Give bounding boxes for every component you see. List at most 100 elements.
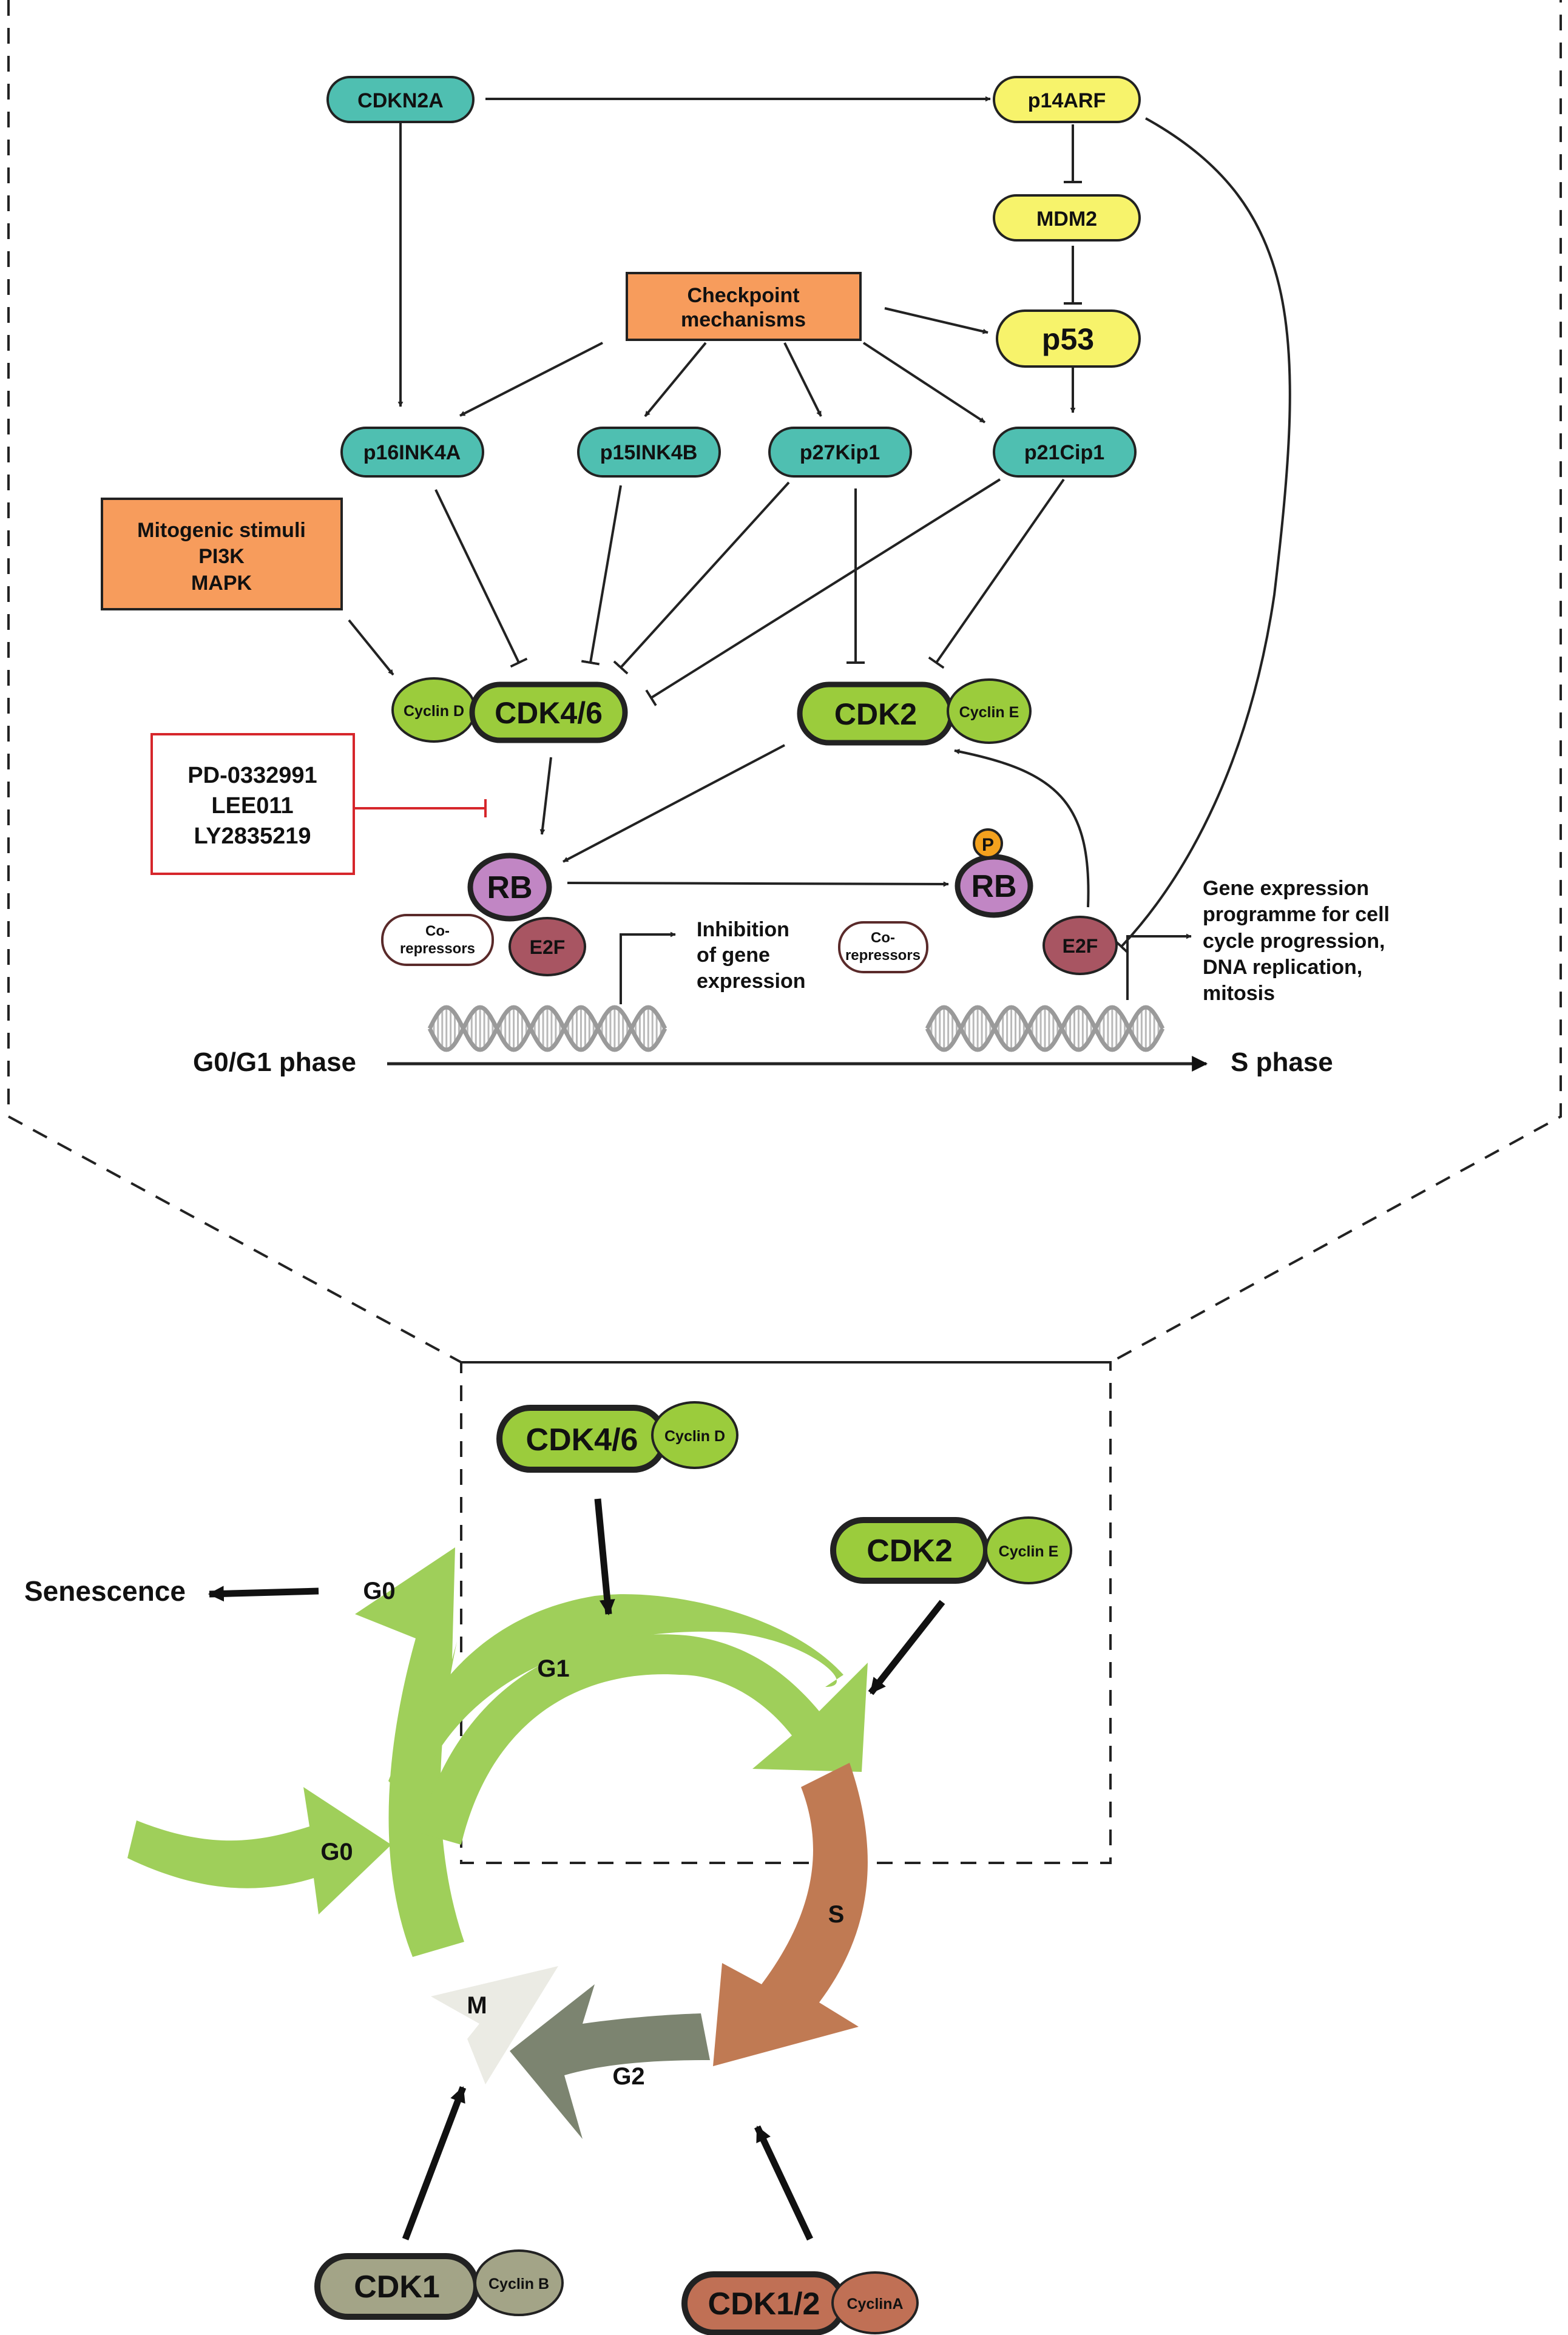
arrow-to-senescence bbox=[208, 1586, 319, 1602]
inhibition-line2: of gene bbox=[697, 944, 770, 967]
dna-helix-right bbox=[925, 1005, 1165, 1052]
g0-top-label: G0 bbox=[363, 1578, 395, 1604]
inhibitor-lee011: LEE011 bbox=[211, 793, 293, 819]
p15-label: p15INK4B bbox=[600, 441, 698, 464]
cdk2-label: CDK2 bbox=[834, 697, 917, 731]
node-e2f-left: E2F bbox=[509, 917, 586, 976]
arrow-cdk12-to-g2 bbox=[754, 2125, 813, 2241]
e2f-left-label: E2F bbox=[530, 936, 566, 958]
cycle-cyclin-d-label: Cyclin D bbox=[664, 1428, 725, 1445]
edge-checkpoint-p16 bbox=[459, 342, 603, 417]
cycle-cdk46-label: CDK4/6 bbox=[526, 1422, 638, 1458]
edge-p21-cdk46 bbox=[645, 478, 1001, 706]
node-cdk46-cyclin-d: Cyclin D CDK4/6 bbox=[391, 677, 628, 743]
g0g1-phase-label: G0/G1 phase bbox=[193, 1047, 356, 1077]
cyclin-d-label: Cyclin D bbox=[404, 703, 464, 720]
node-checkpoint-mechanisms: Checkpoint mechanisms bbox=[626, 272, 862, 341]
p53-label: p53 bbox=[1042, 322, 1094, 356]
phospho-label: P bbox=[982, 835, 994, 855]
edge-e2f-inhibition bbox=[620, 931, 676, 1004]
p27-label: p27Kip1 bbox=[800, 441, 880, 464]
cdkn2a-label: CDKN2A bbox=[357, 89, 444, 112]
edge-p15-cdk46 bbox=[581, 485, 622, 666]
edge-rb-prb bbox=[567, 881, 949, 887]
gene-expression-line4: DNA replication, bbox=[1203, 956, 1362, 979]
node-mdm2: MDM2 bbox=[993, 194, 1141, 242]
edge-checkpoint-p53 bbox=[884, 307, 988, 334]
gene-expression-text: Gene expression programme for cell cycle… bbox=[1203, 877, 1390, 1005]
cycle-m-arrow bbox=[431, 1966, 558, 2084]
cycle-cdk46-cyclin-d: CDK4/6 Cyclin D bbox=[496, 1401, 738, 1473]
cycle-cyclin-e-label: Cyclin E bbox=[999, 1543, 1059, 1560]
cycle-cyclin-b-label: Cyclin B bbox=[488, 2276, 549, 2293]
node-cdk2-cyclin-e: CDK2 Cyclin E bbox=[797, 678, 1032, 746]
edge-checkpoint-p27 bbox=[783, 342, 822, 417]
node-corepressors-left: Co- repressors bbox=[381, 914, 494, 966]
checkpoint-label-line2: mechanisms bbox=[681, 308, 806, 331]
edge-e2f-gene-expression bbox=[1126, 933, 1192, 1000]
cycle-cdk2-cyclin-e: CDK2 Cyclin E bbox=[830, 1516, 1072, 1584]
cdk46-label: CDK4/6 bbox=[495, 696, 603, 730]
node-mitogenic-stimuli: Mitogenic stimuli PI3K MAPK bbox=[101, 498, 343, 610]
corepressors-left-line2: repressors bbox=[400, 941, 475, 957]
inhibition-line1: Inhibition bbox=[697, 918, 789, 941]
node-cdkn2a: CDKN2A bbox=[326, 76, 475, 123]
node-rb-phosphorylated: RB P bbox=[955, 828, 1033, 918]
mitogenic-label-line3: MAPK bbox=[191, 572, 252, 595]
zoom-outline bbox=[7, 0, 1562, 1363]
cycle-g1-arrow bbox=[388, 1594, 843, 1805]
p16-label: p16INK4A bbox=[363, 441, 461, 464]
cycle-g2-arc bbox=[510, 1984, 710, 2139]
node-e2f-right: E2F bbox=[1043, 916, 1118, 975]
cycle-cdk12-cyclin-a: CDK1/2 CyclinA bbox=[681, 2271, 919, 2335]
s-label: S bbox=[828, 1901, 845, 1928]
node-p27kip1: p27Kip1 bbox=[768, 427, 912, 478]
g0-left-label: G0 bbox=[320, 1839, 353, 1865]
s-phase-label: S phase bbox=[1231, 1047, 1333, 1077]
cycle-arcs bbox=[127, 1547, 868, 2139]
p21-label: p21Cip1 bbox=[1024, 441, 1104, 464]
mitogenic-label-line2: PI3K bbox=[198, 545, 245, 568]
arrow-cdk1-to-m bbox=[402, 2086, 467, 2240]
g1-s-zoom-box bbox=[460, 1361, 1112, 1864]
cycle-cdk12-label: CDK1/2 bbox=[708, 2286, 820, 2322]
node-p16ink4a: p16INK4A bbox=[340, 427, 484, 478]
arrow-cdk2-to-s bbox=[868, 1600, 945, 1695]
edge-p27-cdk46 bbox=[613, 481, 790, 675]
dna-strand-2 bbox=[427, 1005, 667, 1052]
node-p15ink4b: p15INK4B bbox=[577, 427, 721, 478]
cycle-arrows bbox=[208, 1498, 945, 2241]
node-p53: p53 bbox=[996, 309, 1141, 368]
dna-strand-2 bbox=[925, 1005, 1165, 1052]
g1-label: G1 bbox=[537, 1655, 569, 1682]
inhibition-text: Inhibition of gene expression bbox=[697, 918, 806, 993]
corepressors-right-line2: repressors bbox=[845, 947, 921, 964]
e2f-right-label: E2F bbox=[1063, 935, 1098, 957]
rb-label: RB bbox=[487, 870, 532, 905]
pathway-edges bbox=[348, 96, 1291, 1072]
corepressors-right-line1: Co- bbox=[871, 930, 895, 946]
edge-checkpoint-p15 bbox=[644, 342, 707, 417]
cycle-cyclin-a-label: CyclinA bbox=[847, 2296, 903, 2313]
edge-p14arf-e2f bbox=[1113, 117, 1291, 954]
gene-expression-line5: mitosis bbox=[1203, 982, 1275, 1005]
edge-p16-cdk46 bbox=[434, 489, 528, 668]
edge-checkpoint-p21 bbox=[862, 342, 986, 424]
m-label: M bbox=[467, 1992, 487, 2019]
gene-expression-line2: programme for cell bbox=[1203, 903, 1390, 926]
inhibitor-ly2835219: LY2835219 bbox=[194, 823, 311, 849]
corepressors-left-line1: Co- bbox=[425, 923, 450, 939]
dna-strand-1 bbox=[925, 1005, 1165, 1052]
node-corepressors-right: Co- repressors bbox=[838, 921, 928, 973]
dna-strand-1 bbox=[427, 1005, 667, 1052]
edge-cdk46-rb bbox=[539, 757, 552, 835]
cycle-labels: G0 G0 G1 S G2 M Senescence bbox=[24, 1575, 844, 2090]
edge-cdk2-rb bbox=[563, 744, 785, 863]
arrow-cdk46-to-g1 bbox=[594, 1498, 615, 1616]
g2-label: G2 bbox=[612, 2063, 644, 2090]
cycle-cdk1-cyclin-b: CDK1 Cyclin B bbox=[314, 2249, 564, 2320]
node-p14arf: p14ARF bbox=[993, 76, 1141, 123]
inhibitor-box: PD-0332991 LEE011 LY2835219 bbox=[150, 733, 355, 875]
mdm2-label: MDM2 bbox=[1036, 208, 1097, 231]
